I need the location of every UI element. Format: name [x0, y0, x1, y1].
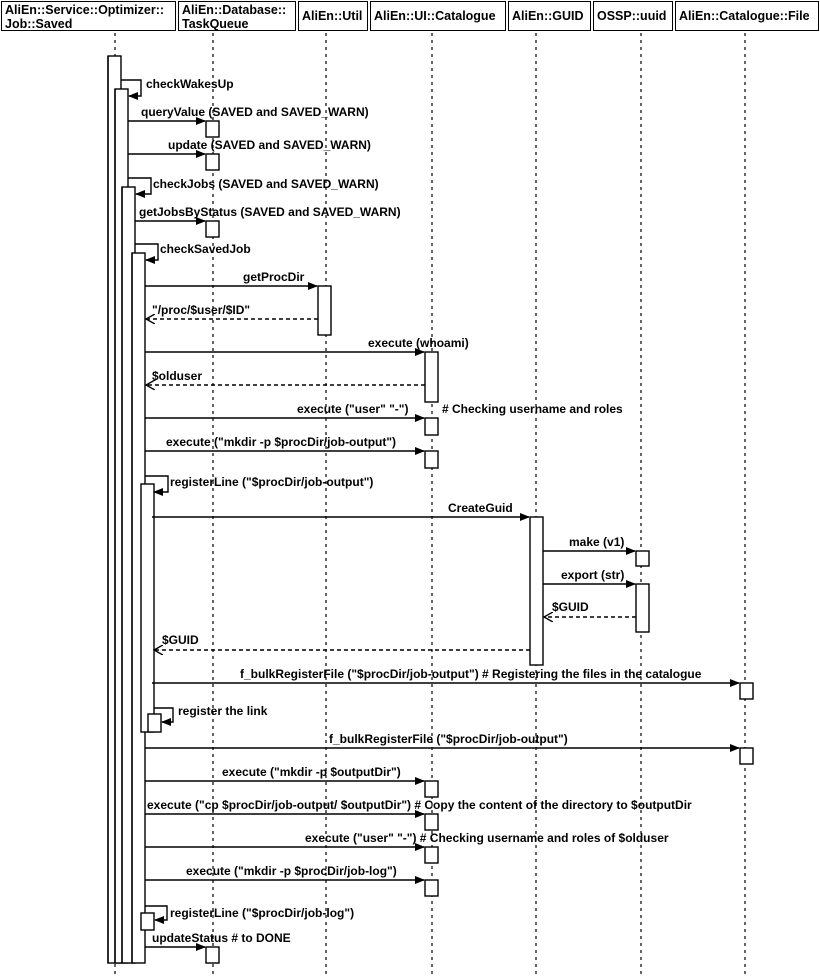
message-label: execute ("mkdir -p $outputDir")	[222, 765, 401, 779]
message-label: execute ("user" "-") # Checking username…	[305, 831, 669, 845]
self-message-arrow	[121, 79, 142, 100]
activation-bar	[147, 713, 162, 733]
participant-guid: AliEn::GUID	[508, 1, 591, 31]
activation-bar	[424, 813, 439, 831]
participant-name: AliEn::Util	[302, 9, 363, 23]
activation-bar	[140, 912, 155, 931]
message-label: register the link	[178, 704, 268, 718]
participant-name: AliEn::Service::Optimizer::	[5, 3, 165, 17]
message-label: queryValue (SAVED and SAVED_WARN)	[141, 105, 369, 119]
self-message-arrow	[145, 905, 168, 924]
participant-name-line2: Job::Saved	[5, 17, 73, 31]
participant-name-line2: TaskQueue	[182, 17, 249, 31]
activation-bar	[424, 879, 439, 897]
activation-bar	[424, 450, 439, 469]
message-label: execute ("mkdir -p $procDir/job-output")	[166, 435, 396, 449]
participant-catalogue-file: AliEn::Catalogue::File	[675, 1, 819, 31]
message-label: f_bulkRegisterFile ("$procDir/job-output…	[329, 732, 568, 746]
activation-bar	[317, 285, 332, 336]
activation-bar	[424, 351, 439, 403]
message-label: checkSavedJob	[160, 242, 251, 256]
activation-bar	[140, 483, 155, 733]
activation-bar	[424, 846, 439, 864]
activation-bar	[205, 120, 220, 138]
message-label: update (SAVED and SAVED_WARN)	[168, 138, 371, 152]
message-label: execute ("user" "-")	[297, 402, 408, 416]
participant-optimizer-job-saved: AliEn::Service::Optimizer:: Job::Saved	[1, 1, 176, 31]
self-message-arrow	[145, 475, 169, 496]
activation-bar	[529, 516, 544, 666]
message-label: execute ("mkdir -p $procDir/job-log")	[186, 864, 397, 878]
message-label: getJobsByStatus (SAVED and SAVED_WARN)	[139, 205, 401, 219]
self-message-arrow	[128, 177, 152, 198]
activation-bar	[635, 583, 650, 633]
activation-bar	[739, 682, 754, 700]
activation-bar	[205, 946, 220, 964]
participant-database-taskqueue: AliEn::Database:: TaskQueue	[178, 1, 296, 31]
message-label: f_bulkRegisterFile ("$procDir/job-output…	[240, 667, 702, 681]
activation-bar	[635, 550, 650, 567]
participant-name: OSSP::uuid	[597, 9, 667, 23]
participant-ui-catalogue: AliEn::UI::Catalogue	[370, 1, 506, 31]
activation-bar	[424, 417, 439, 436]
self-message-arrow	[154, 707, 174, 726]
participant-name: AliEn::UI::Catalogue	[374, 9, 496, 23]
message-label: updateStatus # to DONE	[152, 931, 291, 945]
message-label: "/proc/$user/$ID"	[152, 303, 250, 317]
activation-bar	[739, 747, 754, 765]
participant-name: AliEn::Catalogue::File	[679, 9, 810, 23]
activation-bar	[424, 780, 439, 798]
message-label: getProcDir	[243, 270, 305, 284]
self-message-arrow	[135, 243, 159, 264]
message-label: execute (whoami)	[368, 336, 469, 350]
activation-bar	[205, 220, 220, 238]
participant-name: AliEn::Database::	[182, 3, 287, 17]
message-label: $GUID	[552, 600, 589, 614]
message-label: registerLine ("$procDir/job-output")	[170, 475, 373, 489]
message-label: checkWakesUp	[146, 77, 234, 91]
message-label: $GUID	[162, 633, 199, 647]
participant-ossp-uuid: OSSP::uuid	[593, 1, 673, 31]
message-label: registerLine ("$procDir/job-log")	[170, 906, 354, 920]
message-label: $olduser	[152, 369, 202, 383]
activation-bar	[205, 153, 220, 171]
participant-name: AliEn::GUID	[512, 9, 584, 23]
note-label: # Checking username and roles	[442, 402, 623, 416]
message-label: execute ("cp $procDir/job-output/ $outpu…	[147, 798, 692, 812]
message-label: CreateGuid	[448, 501, 513, 515]
message-label: export (str)	[561, 568, 624, 582]
participant-util: AliEn::Util	[298, 1, 368, 31]
message-label: make (v1)	[569, 535, 624, 549]
message-label: checkJobs (SAVED and SAVED_WARN)	[153, 177, 379, 191]
